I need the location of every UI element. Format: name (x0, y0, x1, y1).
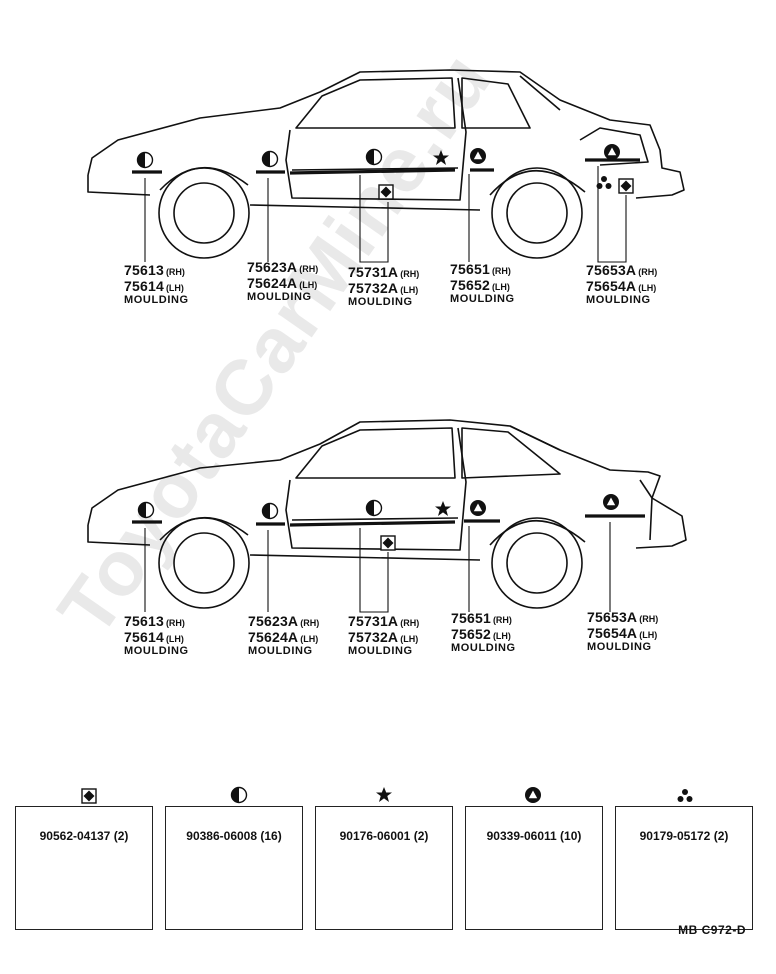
part-side: (RH) (638, 267, 658, 277)
half-circle-icon (261, 150, 279, 168)
fastener-box: 90176-06001 (2) (315, 806, 453, 930)
half-circle-icon (136, 151, 154, 169)
part-label-group: 75651(RH) 75652(LH) MOULDING (451, 611, 516, 654)
half-circle-icon (230, 786, 248, 804)
half-circle-icon (365, 499, 383, 517)
part-description: MOULDING (248, 645, 313, 657)
part-number: 75624A (248, 629, 299, 645)
half-circle-icon (137, 501, 155, 519)
part-side: (RH) (300, 618, 320, 628)
part-number: 75731A (348, 264, 399, 280)
part-side: (LH) (165, 634, 184, 644)
part-side: (RH) (400, 618, 420, 628)
part-description: MOULDING (587, 641, 652, 653)
part-number: 75732A (348, 629, 399, 645)
part-number: 75623A (247, 259, 298, 275)
car-coupe-mouldings (132, 158, 640, 175)
fastener-box: 90386-06008 (16) (165, 806, 303, 930)
half-circle-icon (261, 502, 279, 520)
fastener-part-number: 90176-06001 (2) (339, 829, 429, 843)
star-icon (433, 150, 449, 165)
part-number: 75613 (124, 613, 164, 629)
part-label-group: 75653A(RH) 75654A(LH) MOULDING (587, 610, 658, 653)
part-number: 75651 (451, 610, 491, 626)
part-description: MOULDING (348, 645, 413, 657)
part-number: 75732A (348, 280, 399, 296)
diamond-square-icon (81, 788, 97, 804)
part-side: (LH) (300, 634, 319, 644)
part-number: 75731A (348, 613, 399, 629)
part-number: 75652 (451, 626, 491, 642)
part-side: (LH) (492, 631, 511, 641)
fastener-box: 90179-05172 (2) (615, 806, 753, 930)
diamond-square-icon (378, 184, 394, 200)
fastener-box: 90339-06011 (10) (465, 806, 603, 930)
part-side: (LH) (638, 283, 657, 293)
three-dots-icon (596, 176, 612, 189)
triangle-circle-icon (470, 500, 486, 516)
part-number: 75624A (247, 275, 298, 291)
part-number: 75653A (587, 609, 638, 625)
part-side: (RH) (299, 264, 319, 274)
part-side: (LH) (400, 285, 419, 295)
part-number: 75614 (124, 278, 164, 294)
diamond-square-icon (618, 178, 634, 194)
car-coupe-outline (87, 69, 685, 259)
part-label-group: 75613(RH) 75614(LH) MOULDING (124, 263, 189, 306)
part-label-group: 75653A(RH) 75654A(LH) MOULDING (586, 263, 657, 306)
car-liftback-mouldings (132, 514, 645, 527)
triangle-circle-icon (604, 144, 620, 160)
diamond-square-icon (380, 535, 396, 551)
fastener-part-number: 90562-04137 (2) (39, 829, 129, 843)
triangle-circle-icon (470, 148, 486, 164)
part-side: (LH) (299, 280, 318, 290)
fastener-part-number: 90339-06011 (10) (486, 829, 582, 843)
part-side: (LH) (400, 634, 419, 644)
part-description: MOULDING (450, 293, 515, 305)
part-side: (RH) (491, 266, 511, 276)
part-description: MOULDING (348, 296, 413, 308)
part-side: (RH) (492, 615, 512, 625)
part-label-group: 75731A(RH) 75732A(LH) MOULDING (348, 614, 419, 657)
part-side: (LH) (165, 283, 184, 293)
part-description: MOULDING (451, 642, 516, 654)
part-side: (RH) (165, 267, 185, 277)
part-description: MOULDING (586, 294, 651, 306)
part-description: MOULDING (124, 645, 189, 657)
part-side: (LH) (491, 282, 510, 292)
part-side: (LH) (639, 630, 658, 640)
fastener-part-number: 90179-05172 (2) (639, 829, 729, 843)
part-label-group: 75651(RH) 75652(LH) MOULDING (450, 262, 515, 305)
part-number: 75652 (450, 277, 490, 293)
half-circle-icon (365, 148, 383, 166)
car-liftback-leaders (144, 522, 611, 613)
car-liftback-outline (87, 419, 687, 609)
part-description: MOULDING (247, 291, 312, 303)
part-label-group: 75623A(RH) 75624A(LH) MOULDING (248, 614, 319, 657)
triangle-circle-icon (603, 494, 619, 510)
part-label-group: 75623A(RH) 75624A(LH) MOULDING (247, 260, 318, 303)
star-icon (376, 787, 392, 802)
part-number: 75654A (587, 625, 638, 641)
part-side: (RH) (639, 614, 659, 624)
three-dots-icon (677, 789, 693, 802)
triangle-circle-icon (525, 787, 541, 803)
part-side: (RH) (400, 269, 420, 279)
part-number: 75651 (450, 261, 490, 277)
part-description: MOULDING (124, 294, 189, 306)
part-number: 75623A (248, 613, 299, 629)
star-icon (435, 501, 451, 516)
part-label-group: 75613(RH) 75614(LH) MOULDING (124, 614, 189, 657)
drawing-code: MB C972-D (678, 923, 746, 937)
fastener-part-number: 90386-06008 (16) (186, 829, 282, 843)
part-side: (RH) (165, 618, 185, 628)
part-number: 75613 (124, 262, 164, 278)
part-number: 75654A (586, 278, 637, 294)
car-coupe-leaders (144, 166, 627, 263)
fastener-box: 90562-04137 (2) (15, 806, 153, 930)
part-number: 75614 (124, 629, 164, 645)
part-number: 75653A (586, 262, 637, 278)
part-label-group: 75731A(RH) 75732A(LH) MOULDING (348, 265, 419, 308)
